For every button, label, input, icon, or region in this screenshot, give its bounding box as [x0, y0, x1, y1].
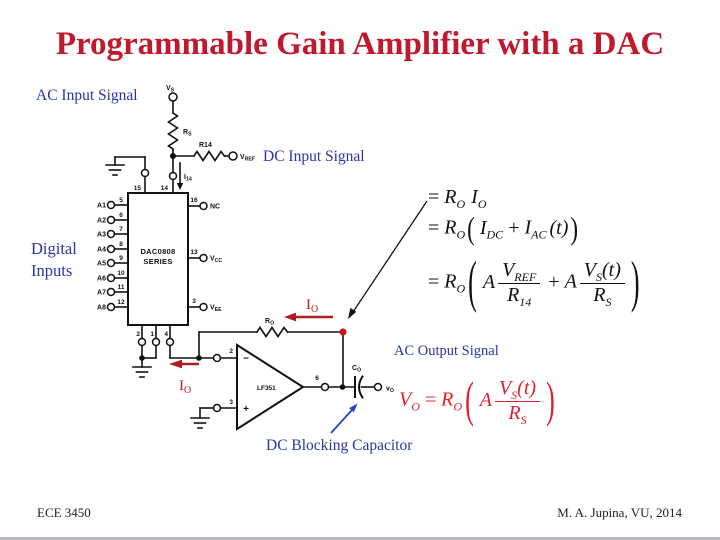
svg-text:6: 6: [119, 212, 123, 219]
slide-bottom-edge: [0, 537, 720, 540]
ground-symbol-dac: [132, 344, 157, 378]
svg-text:VS: VS: [166, 85, 175, 94]
svg-text:SERIES: SERIES: [143, 257, 172, 266]
svg-text:NC: NC: [210, 204, 220, 211]
svg-text:A4: A4: [97, 247, 106, 254]
svg-text:A5: A5: [97, 261, 106, 268]
vref-terminal: VREF: [228, 151, 255, 163]
svg-text:VEE: VEE: [210, 305, 222, 314]
svg-text:R14: R14: [199, 142, 212, 149]
svg-text:VREF: VREF: [240, 154, 255, 163]
dac-bottom-pins: 2 1 4: [136, 324, 175, 347]
svg-text:A6: A6: [97, 276, 106, 283]
footer-credit: M. A. Jupina, VU, 2014: [557, 505, 682, 520]
noninverting-input-plus: +: [243, 404, 249, 415]
label-dc-blocking-capacitor: DC Blocking Capacitor: [266, 437, 413, 454]
resistor-r14: R14: [175, 142, 231, 162]
output-wire: [302, 382, 356, 392]
i14-current-arrow: I14: [176, 162, 192, 190]
capacitor-co: CO: [352, 365, 364, 399]
pin14-wire: [168, 158, 178, 194]
opamp-part-number: LF351: [257, 385, 276, 392]
circuit-diagram: VS RS R14 VREF I14 15: [97, 85, 428, 434]
vo-terminal: vO: [360, 382, 394, 395]
svg-text:16: 16: [190, 197, 198, 204]
svg-text:5: 5: [119, 197, 123, 204]
io-arrow-lower: [169, 359, 199, 369]
svg-text:I14: I14: [184, 174, 192, 183]
slide-title: Programmable Gain Amplifier with a DAC: [55, 26, 665, 62]
dac-left-pins: A1 5 A2 6 A3 7 A4 8 A5 9 A6 10 A7 11 A8 …: [97, 197, 129, 312]
label-ac-input-signal: AC Input Signal: [36, 87, 138, 104]
node-dot-vs: [170, 153, 176, 159]
svg-text:3: 3: [229, 399, 233, 406]
opamp: − + LF351 2 3 6: [229, 343, 319, 431]
vs-terminal: VS: [166, 85, 178, 114]
dac-chip: DAC0808 SERIES: [127, 192, 189, 326]
equation-pointer-arrow: [348, 200, 428, 319]
svg-text:A8: A8: [97, 305, 106, 312]
svg-text:A3: A3: [97, 232, 106, 239]
svg-text:A1: A1: [97, 203, 106, 210]
label-digital-inputs-line1: Digital: [31, 239, 77, 258]
svg-text:9: 9: [119, 255, 123, 262]
io-label-lower: IO: [179, 378, 191, 396]
svg-text:2: 2: [136, 331, 140, 338]
svg-text:7: 7: [119, 226, 123, 233]
feedback-resistor-ro: RO: [198, 318, 344, 388]
svg-text:12: 12: [117, 299, 125, 306]
label-digital-inputs: Digital Inputs: [31, 238, 77, 282]
svg-text:DAC0808: DAC0808: [140, 247, 175, 256]
label-ac-output-signal: AC Output Signal: [394, 343, 499, 359]
svg-text:A7: A7: [97, 290, 106, 297]
pin-num-14: 14: [161, 185, 169, 192]
resistor-rs: RS: [167, 111, 192, 154]
dac-right-pins: 16 NC 13 VCC 3 VEE: [187, 197, 222, 314]
svg-text:13: 13: [190, 249, 198, 256]
svg-text:10: 10: [117, 270, 125, 277]
svg-text:A2: A2: [97, 218, 106, 225]
svg-text:4: 4: [164, 331, 168, 338]
svg-text:RO: RO: [265, 318, 274, 327]
svg-text:CO: CO: [352, 365, 361, 374]
equation-line-2: =RO(IDC+IAC(t)): [428, 210, 579, 246]
inverting-input-wire: [169, 344, 238, 363]
io-label-upper: IO: [306, 297, 318, 315]
svg-text:RS: RS: [183, 129, 192, 138]
node-dot-red: [339, 328, 347, 336]
svg-text:8: 8: [119, 241, 123, 248]
svg-text:3: 3: [192, 298, 196, 305]
footer-course: ECE 3450: [37, 505, 91, 520]
svg-text:1: 1: [150, 331, 154, 338]
capacitor-pointer-arrow: [330, 403, 358, 434]
label-digital-inputs-line2: Inputs: [31, 261, 73, 280]
label-dc-input-signal: DC Input Signal: [263, 148, 365, 165]
ground-symbol-top: [105, 156, 150, 194]
svg-text:2: 2: [229, 348, 233, 355]
pin-num-15: 15: [134, 185, 142, 192]
svg-text:6: 6: [315, 375, 319, 382]
io-arrow-upper: [284, 312, 333, 322]
inverting-input-minus: −: [243, 354, 249, 365]
svg-text:11: 11: [118, 284, 125, 291]
svg-text:vO: vO: [386, 386, 394, 395]
svg-text:VCC: VCC: [210, 256, 222, 265]
ground-symbol-opamp: [190, 403, 238, 429]
